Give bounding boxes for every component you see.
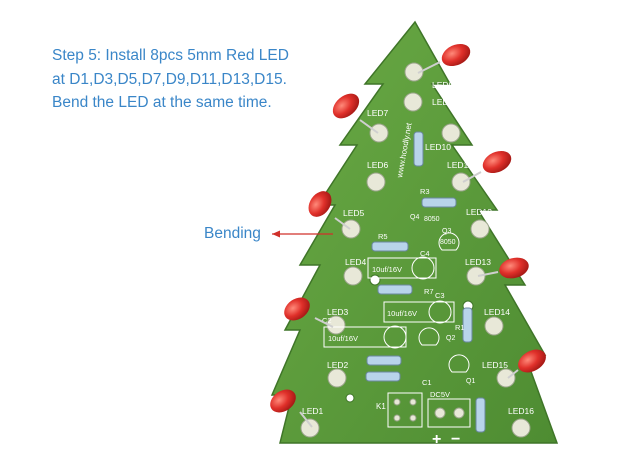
led-pad [470, 219, 490, 239]
led-label: LED16 [508, 406, 534, 416]
led-label: LED9 [432, 80, 454, 90]
resistor-label: R1 [455, 323, 465, 332]
transistor-q2 [418, 327, 440, 346]
minus-sign: − [451, 431, 460, 448]
capacitor-c3 [428, 300, 452, 324]
resistor-r4 [413, 131, 424, 167]
led-pad [343, 266, 363, 286]
led-d5 [308, 191, 351, 230]
led-pad [466, 266, 486, 286]
transistor-label: Q4 [410, 214, 419, 221]
led-label: LED12 [466, 207, 492, 217]
transistor-q3 [438, 232, 460, 251]
resistor-label: R3 [420, 187, 430, 196]
led-label: LED10 [425, 142, 451, 152]
led-pad [403, 92, 423, 112]
led-pad [341, 219, 361, 239]
power-connector [427, 398, 471, 428]
led-label: LED4 [345, 257, 367, 267]
resistor-r8 [365, 371, 401, 382]
instruction-line-1: Step 5: Install 8pcs 5mm Red LED [52, 47, 289, 64]
pcb-board [270, 20, 559, 444]
transistor-label: Q2 [446, 335, 455, 342]
switch-label: K1 [376, 402, 386, 411]
instruction-line-3: Bend the LED at the same time. [52, 94, 272, 111]
led-label: LED13 [465, 257, 491, 267]
transistor-part: 8050 [424, 216, 440, 223]
led-d1 [270, 389, 313, 428]
bending-arrow [272, 230, 333, 238]
led-pad [496, 368, 516, 388]
led-label: LED5 [343, 208, 365, 218]
power-label: DC5V [430, 390, 450, 399]
led-pad [511, 418, 531, 438]
led-pad [366, 172, 386, 192]
resistor-label: R5 [378, 232, 388, 241]
capacitor-label: C1 [422, 378, 432, 387]
capacitor-c4 [411, 256, 435, 280]
resistor-r5 [371, 241, 409, 252]
led-d3 [284, 297, 334, 328]
transistor-label: Q1 [466, 378, 475, 385]
transistor-part: 8050 [440, 239, 456, 246]
capacitor-c2 [383, 325, 407, 349]
instruction-line-2: at D1,D3,D5,D7,D9,D11,D13,D15. [52, 70, 287, 88]
resistors [365, 131, 486, 433]
resistor-r2 [475, 397, 486, 433]
resistor-r7 [377, 284, 413, 295]
led-label: LED7 [367, 108, 389, 118]
led-d15 [507, 349, 546, 379]
resistor-r6 [366, 355, 402, 366]
led-label: LED2 [327, 360, 349, 370]
switch-k1 [387, 392, 423, 428]
led-label: LED11 [447, 160, 473, 170]
led-d7 [332, 93, 379, 134]
bending-label: Bending [204, 225, 261, 242]
led-d13 [477, 257, 529, 279]
capacitor-value: 10uf/16V [328, 334, 358, 343]
led-pad [327, 368, 347, 388]
led-pad [404, 62, 424, 82]
led-pad [441, 123, 461, 143]
resistor-label: R7 [424, 287, 434, 296]
led-label: LED3 [327, 307, 349, 317]
capacitor-label: C2 [322, 316, 332, 325]
led-label: LED14 [484, 307, 510, 317]
capacitors [323, 256, 455, 349]
capacitor-value: 10uf/16V [387, 309, 417, 318]
transistor-q1 [448, 354, 470, 373]
led-label: LED8 [432, 97, 454, 107]
led-pad [300, 418, 320, 438]
led-pad [369, 123, 389, 143]
led-label: LED6 [367, 160, 389, 170]
led-d9 [417, 43, 471, 74]
resistor-r3 [421, 197, 457, 208]
led-d11 [462, 150, 512, 183]
led-pad [451, 172, 471, 192]
led-label: LED1 [302, 406, 324, 416]
transistor-label: Q3 [442, 228, 451, 235]
instruction-text: Step 5: Install 8pcs 5mm Red LED at D1,D… [52, 44, 352, 115]
resistor-r1 [462, 307, 473, 343]
led-pad [484, 316, 504, 336]
capacitor-label: C4 [420, 249, 430, 258]
plus-sign: + [432, 431, 441, 448]
capacitor-label: C3 [435, 291, 445, 300]
capacitor-value: 10uf/16V [372, 265, 402, 274]
led-label: LED15 [482, 360, 508, 370]
